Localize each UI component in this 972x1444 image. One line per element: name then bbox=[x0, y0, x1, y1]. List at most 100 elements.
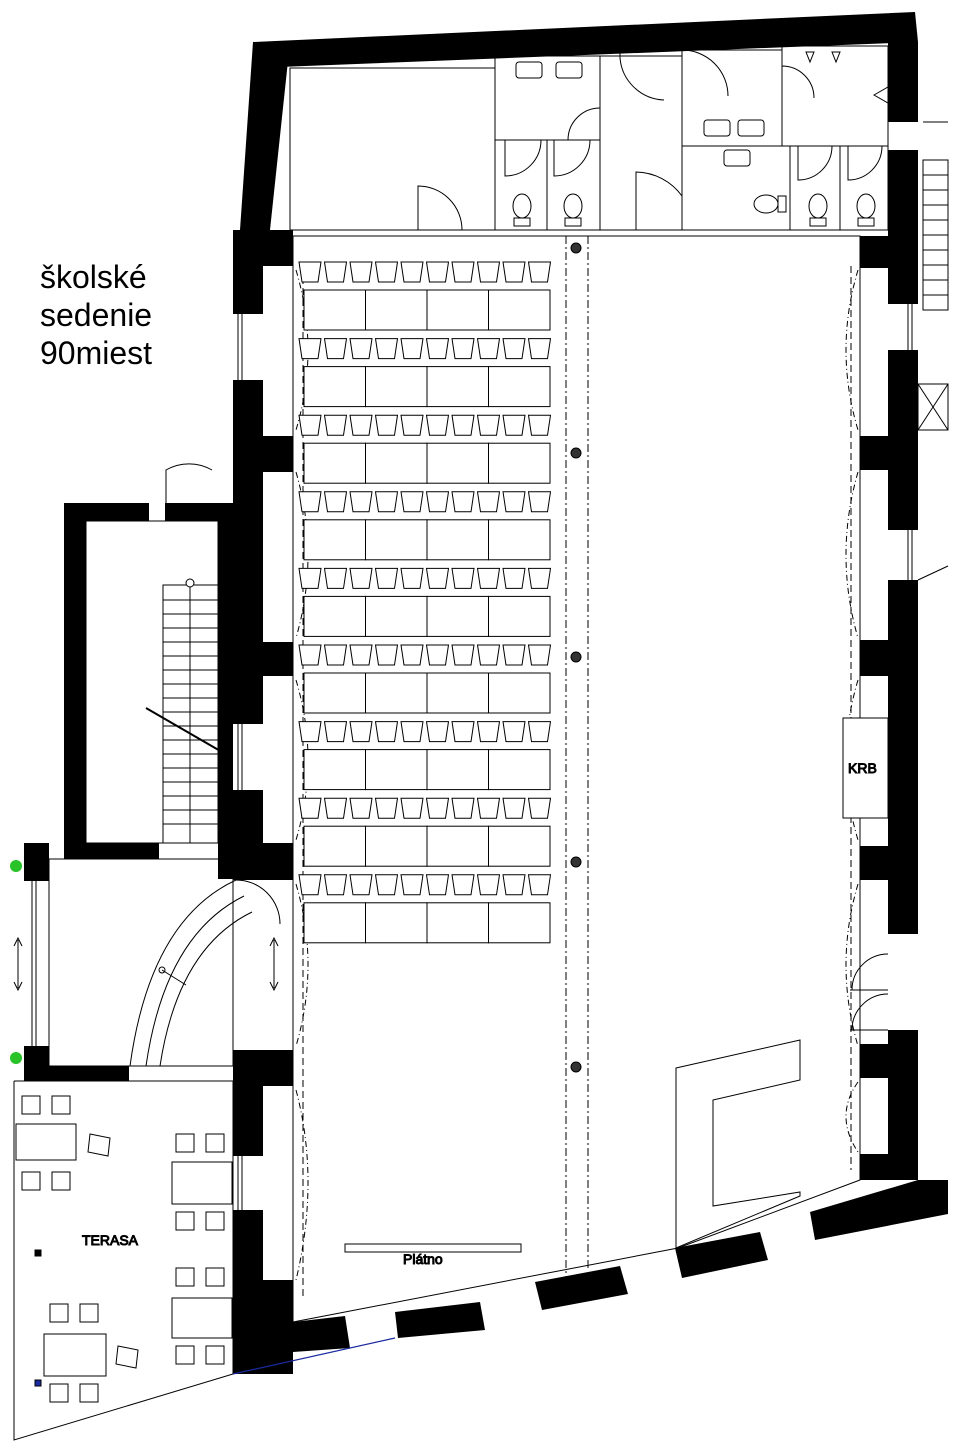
chair bbox=[502, 721, 526, 743]
desk bbox=[303, 825, 366, 867]
chair bbox=[476, 491, 501, 513]
desk bbox=[488, 825, 551, 867]
desk bbox=[303, 442, 366, 484]
chair bbox=[400, 414, 424, 436]
chair bbox=[298, 338, 322, 360]
desk bbox=[488, 672, 551, 714]
seating-caption-line-3: 90miest bbox=[40, 335, 153, 371]
chair bbox=[527, 721, 552, 743]
chair bbox=[349, 567, 373, 589]
desk bbox=[488, 289, 551, 331]
seating-caption-line-1: školské bbox=[40, 259, 147, 295]
chair bbox=[425, 338, 450, 360]
chair bbox=[323, 797, 348, 819]
desk bbox=[303, 902, 366, 944]
chair bbox=[502, 797, 526, 819]
terrace-label: TERASA bbox=[82, 1232, 139, 1248]
chair bbox=[323, 567, 348, 589]
chair bbox=[476, 567, 501, 589]
windows bbox=[31, 97, 913, 1210]
chair bbox=[374, 261, 399, 283]
terrace-furniture bbox=[15, 1095, 233, 1403]
desk bbox=[426, 902, 489, 944]
fireplace bbox=[842, 717, 889, 819]
chair bbox=[323, 414, 348, 436]
screen-label: Plátno bbox=[403, 1251, 443, 1267]
chair bbox=[451, 644, 475, 666]
chair bbox=[502, 491, 526, 513]
desk bbox=[303, 595, 366, 637]
chair bbox=[476, 644, 501, 666]
chair bbox=[323, 874, 348, 896]
chair bbox=[374, 721, 399, 743]
chair bbox=[527, 338, 552, 360]
desk bbox=[488, 902, 551, 944]
chair bbox=[323, 644, 348, 666]
chair bbox=[400, 567, 424, 589]
room-outlines bbox=[13, 45, 889, 1441]
chair bbox=[476, 721, 501, 743]
chair bbox=[400, 721, 424, 743]
chair bbox=[527, 644, 552, 666]
chair bbox=[451, 491, 475, 513]
chair bbox=[502, 338, 526, 360]
seating-caption: školské sedenie 90miest bbox=[40, 258, 152, 372]
chair bbox=[502, 261, 526, 283]
chair bbox=[425, 721, 450, 743]
chair bbox=[349, 874, 373, 896]
desk bbox=[426, 672, 489, 714]
chair bbox=[451, 874, 475, 896]
chair bbox=[298, 874, 322, 896]
chair bbox=[374, 567, 399, 589]
chair bbox=[425, 414, 450, 436]
chair bbox=[451, 567, 475, 589]
chair bbox=[476, 874, 501, 896]
chair bbox=[400, 491, 424, 513]
chair bbox=[527, 567, 552, 589]
chair bbox=[425, 797, 450, 819]
desk bbox=[365, 366, 428, 408]
chair bbox=[374, 491, 399, 513]
chair bbox=[400, 261, 424, 283]
desk bbox=[426, 366, 489, 408]
chair bbox=[298, 721, 322, 743]
desk bbox=[365, 442, 428, 484]
projection-screen bbox=[344, 1243, 522, 1253]
chair bbox=[400, 797, 424, 819]
desk bbox=[365, 672, 428, 714]
chair bbox=[451, 338, 475, 360]
desk bbox=[488, 366, 551, 408]
desk bbox=[303, 749, 366, 791]
desk bbox=[365, 519, 428, 561]
school-seating bbox=[298, 261, 552, 944]
desk bbox=[488, 519, 551, 561]
desk bbox=[426, 289, 489, 331]
terrace-chairs bbox=[21, 1095, 225, 1403]
fireplace-label: KRB bbox=[848, 760, 877, 776]
chair bbox=[476, 797, 501, 819]
chair bbox=[298, 797, 322, 819]
chair bbox=[527, 874, 552, 896]
chair bbox=[425, 567, 450, 589]
chair bbox=[451, 261, 475, 283]
desk bbox=[303, 672, 366, 714]
chair bbox=[425, 874, 450, 896]
chair bbox=[502, 414, 526, 436]
chair bbox=[502, 567, 526, 589]
desk bbox=[488, 749, 551, 791]
desk bbox=[365, 902, 428, 944]
chair bbox=[323, 261, 348, 283]
chair bbox=[298, 644, 322, 666]
chair bbox=[374, 797, 399, 819]
chair bbox=[349, 721, 373, 743]
chair bbox=[451, 797, 475, 819]
chair bbox=[323, 491, 348, 513]
desk bbox=[303, 289, 366, 331]
chair bbox=[349, 414, 373, 436]
desk bbox=[365, 289, 428, 331]
chair bbox=[527, 797, 552, 819]
desk bbox=[365, 749, 428, 791]
chair bbox=[425, 491, 450, 513]
curved-ramp bbox=[13, 879, 279, 1067]
